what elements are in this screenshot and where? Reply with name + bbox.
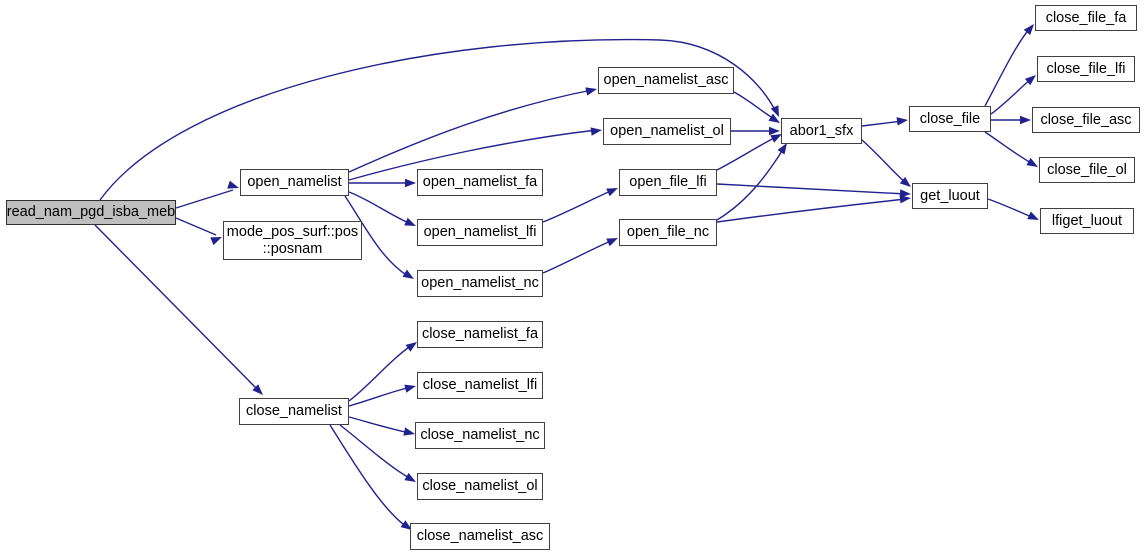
edge-close_namelist-to-ol [339,424,416,482]
edge-close_file-to-close_file_asc [991,115,1031,125]
node-close_namelist_asc[interactable]: close_namelist_asc [410,523,550,550]
node-abor1_sfx[interactable]: abor1_sfx [781,118,862,144]
edge-open_namelist-to-lfi [348,191,416,226]
node-close_namelist_lfi[interactable]: close_namelist_lfi [417,372,543,399]
node-close_namelist_ol[interactable]: close_namelist_ol [417,473,543,500]
arrowhead [606,188,618,197]
node-mode_pos_surf[interactable]: mode_pos_surf::pos ::posnam [223,221,362,260]
edge-open_file_nc-to-get_luout [716,194,911,223]
edge-read_nam-to-close_namelist [94,224,263,395]
edge-open_file_lfi-to-get_luout [716,183,911,198]
arrowhead [400,520,412,530]
arrowhead [899,176,911,187]
edge-close_file-to-close_file_fa [984,24,1034,107]
edge-asc-to-abor1_sfx [733,91,780,123]
node-open_namelist_nc[interactable]: open_namelist_nc [417,270,543,297]
node-open_namelist_fa[interactable]: open_namelist_fa [417,169,543,196]
node-read_nam_pgd_isba_meb[interactable]: read_nam_pgd_isba_meb [6,200,176,225]
node-get_luout[interactable]: get_luout [912,183,988,209]
node-open_namelist_asc[interactable]: open_namelist_asc [598,67,734,94]
edge-close_namelist-to-asc [329,424,412,530]
node-close_file[interactable]: close_file [909,106,991,132]
edge-ol-to-abor1_sfx [731,126,780,136]
arrowhead [1020,115,1031,125]
arrowhead [1023,24,1034,36]
arrowhead [770,134,782,143]
node-open_namelist[interactable]: open_namelist [240,169,349,196]
arrowhead [606,238,618,247]
edge-close_namelist-to-nc [348,416,415,436]
edge-close_namelist-to-lfi [348,384,416,407]
arrowhead [1024,75,1036,86]
node-lfiget_luout[interactable]: lfiget_luout [1040,208,1134,234]
edge-get_luout-to-lfiget_luout [987,198,1039,220]
arrowhead [590,127,602,136]
arrowhead [404,472,416,482]
arrowhead [405,178,416,188]
node-close_namelist_fa[interactable]: close_namelist_fa [417,321,543,348]
arrowhead [210,237,222,246]
edge-close_file-to-close_file_ol [984,131,1038,167]
node-open_file_nc[interactable]: open_file_nc [619,219,717,246]
edge-open_file_nc-to-abor1_sfx [716,143,787,221]
edge-open_file_lfi-to-abor1_sfx [716,134,782,171]
edge-read_nam-to-abor1_sfx [99,38,779,201]
edge-abor1_sfx-to-get_luout [861,139,911,187]
arrowhead [896,117,908,126]
edge-close_namelist-to-fa [348,342,417,402]
edge-open_namelist-to-fa [349,178,416,188]
arrowhead [402,269,414,279]
node-open_namelist_lfi[interactable]: open_namelist_lfi [417,219,543,246]
arrowhead [252,384,263,395]
arrowhead [899,194,911,204]
edge-open_namelist-to-nc [344,195,414,279]
arrowhead [899,189,911,198]
node-open_file_lfi[interactable]: open_file_lfi [619,169,717,196]
node-close_namelist_nc[interactable]: close_namelist_nc [415,422,545,449]
arrowhead [404,384,416,393]
arrowhead [1027,211,1039,220]
node-close_file_fa[interactable]: close_file_fa [1035,5,1137,31]
arrowhead [404,217,416,226]
arrowhead [403,427,415,436]
arrowhead [777,143,787,155]
edge-lfi-to-open_file_lfi [542,188,618,223]
arrowhead [1026,157,1038,167]
node-close_file_ol[interactable]: close_file_ol [1039,157,1135,183]
arrowhead [768,113,780,123]
arrowhead [405,342,417,352]
arrowhead [227,180,239,189]
arrowhead [770,105,779,117]
edge-open_namelist-to-asc [348,87,597,173]
edge-read_nam-to-open_namelist [175,180,239,209]
edge-close_file-to-close_file_lfi [990,75,1036,115]
edge-abor1_sfx-to-close_file [861,117,908,127]
node-open_namelist_ol[interactable]: open_namelist_ol [603,118,731,145]
edge-nc-to-open_file_nc [542,238,618,274]
node-close_file_lfi[interactable]: close_file_lfi [1037,56,1135,82]
arrowhead [585,87,597,96]
edge-read_nam-to-mode_pos_surf [175,217,222,246]
node-close_file_asc[interactable]: close_file_asc [1032,107,1140,133]
node-close_namelist[interactable]: close_namelist [239,398,349,425]
edge-open_namelist-to-ol [348,127,602,181]
arrowhead [769,126,780,136]
